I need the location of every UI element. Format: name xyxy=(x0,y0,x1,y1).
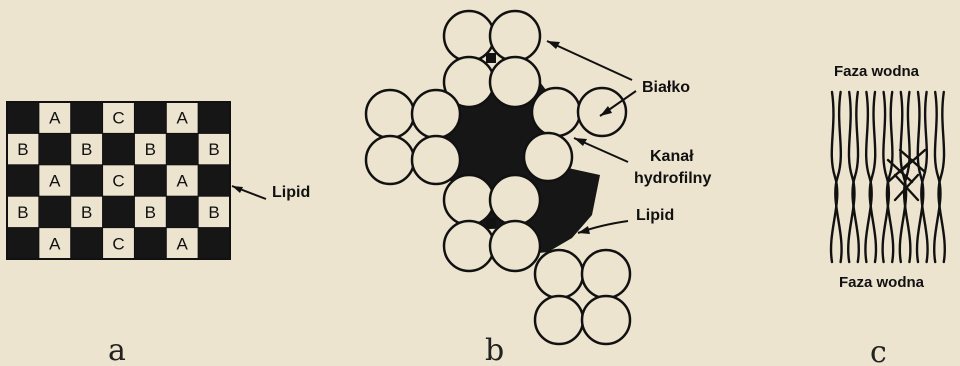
grid-cell-dark xyxy=(134,102,166,134)
protein-circle xyxy=(366,90,414,138)
grid-cell-dark xyxy=(198,228,230,260)
panel-a-caption: a xyxy=(108,333,126,366)
panel-c-caption: c xyxy=(870,335,887,366)
lipid-label-b: Lipid xyxy=(636,207,674,224)
grid-cell-label: A xyxy=(177,172,189,191)
protein-label: Białko xyxy=(642,79,690,96)
protein-circle xyxy=(582,296,630,344)
protein-circle xyxy=(582,250,630,298)
grid-cell-dark xyxy=(7,165,39,197)
grid-cell-label: B xyxy=(145,203,156,222)
lipid-arrowhead-a xyxy=(232,186,243,193)
panel-b-caption: b xyxy=(485,333,504,366)
grid-cell-label: A xyxy=(49,172,61,191)
fiber-line xyxy=(865,92,871,262)
protein-circle xyxy=(444,221,494,271)
panel-c: Faza wodna Faza wodna c xyxy=(831,63,945,366)
grid-cell-dark xyxy=(103,196,135,228)
channel-label-line1: Kanał xyxy=(650,148,694,165)
grid-cell-label: A xyxy=(177,109,189,128)
grid-cell-dark xyxy=(166,133,198,165)
grid-cell-dark xyxy=(7,102,39,134)
grid-cell-dark xyxy=(71,165,103,197)
grid-cell-label: B xyxy=(81,140,92,159)
protein-circle xyxy=(524,133,572,181)
protein-circle xyxy=(578,88,626,136)
grid-cell-dark xyxy=(39,196,71,228)
protein-circle xyxy=(490,175,540,225)
protein-circle xyxy=(444,175,494,225)
grid-cell-label: A xyxy=(49,234,61,253)
protein-circle xyxy=(412,136,460,184)
arrowhead xyxy=(574,138,587,146)
grid-cell-label: B xyxy=(145,140,156,159)
protein-circle xyxy=(490,11,540,61)
grid-cell-dark xyxy=(166,196,198,228)
grid-cell-dark xyxy=(7,228,39,260)
aqueous-phase-bottom-label: Faza wodna xyxy=(839,274,925,291)
fiber-bundle xyxy=(831,92,945,262)
fiber-line xyxy=(835,92,841,262)
protein-core-square xyxy=(486,53,496,63)
grid-cell-label: B xyxy=(17,140,28,159)
panel-b: Białko Kanał hydrofilny Lipid b xyxy=(366,11,711,366)
fiber-line xyxy=(921,92,927,262)
grid-cell-label: C xyxy=(112,109,124,128)
protein-pointer-1 xyxy=(547,41,632,80)
protein-core-square xyxy=(486,218,496,228)
grid-cell-label: B xyxy=(17,203,28,222)
grid-cell-dark xyxy=(134,228,166,260)
lipid-label-a: Lipid xyxy=(272,184,310,201)
fiber-line xyxy=(917,92,923,262)
grid-cell-label: B xyxy=(208,203,219,222)
fiber-line xyxy=(939,92,945,262)
grid-cell-label: C xyxy=(112,234,124,253)
grid-cell-label: A xyxy=(49,109,61,128)
fiber-line xyxy=(831,92,837,262)
protein-circle xyxy=(490,57,540,107)
arrowhead xyxy=(547,41,560,49)
grid-cell-label: A xyxy=(177,234,189,253)
protein-circle xyxy=(412,90,460,138)
grid-cell-dark xyxy=(103,133,135,165)
fiber-line xyxy=(870,92,876,262)
grid-cell-label: B xyxy=(81,203,92,222)
grid-cell-label: B xyxy=(208,140,219,159)
grid-cell-dark xyxy=(71,228,103,260)
grid-cell-dark xyxy=(134,165,166,197)
fiber-line xyxy=(883,92,889,262)
grid-cell-dark xyxy=(198,165,230,197)
aqueous-phase-top-label: Faza wodna xyxy=(834,63,920,80)
channel-label-line2: hydrofilny xyxy=(634,170,711,187)
grid-cell-dark xyxy=(71,102,103,134)
grid-cell-label: C xyxy=(112,172,124,191)
protein-circle xyxy=(532,88,580,136)
grid-cell-dark xyxy=(39,133,71,165)
grid-cell-dark xyxy=(198,102,230,134)
fiber-line xyxy=(853,92,859,262)
protein-circle xyxy=(366,136,414,184)
protein-circle xyxy=(535,296,583,344)
protein-circle xyxy=(535,250,583,298)
fiber-line xyxy=(934,92,940,262)
fiber-line xyxy=(848,92,854,262)
protein-circle xyxy=(490,221,540,271)
